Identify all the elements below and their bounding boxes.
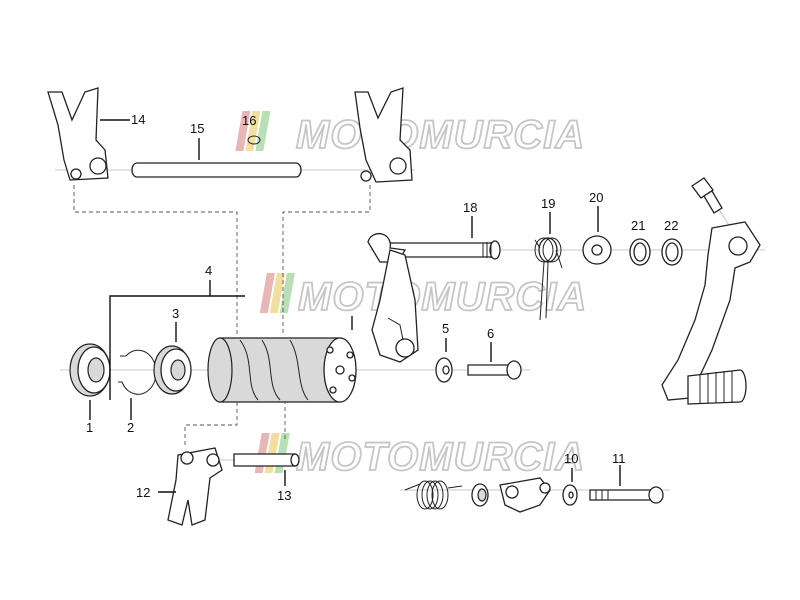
watermark-middle: MOTOMURCIA (259, 273, 587, 320)
part-label-4: 4 (205, 263, 212, 278)
return-spring (534, 237, 563, 321)
washer-10 (562, 484, 578, 506)
bushing (471, 483, 489, 507)
bearing-3 (153, 345, 192, 395)
alignment-dashes (73, 185, 371, 445)
shift-drum (207, 337, 357, 403)
watermark-text: MOTOMURCIA (296, 435, 585, 479)
washer-22 (661, 238, 683, 266)
selector-fork-right (354, 87, 413, 183)
part-label-18: 18 (463, 200, 477, 215)
part-label-2: 2 (127, 420, 134, 435)
watermark-top: MOTOMURCIA (235, 111, 585, 158)
watermark-text: MOTOMURCIA (296, 113, 585, 157)
screw-6 (467, 360, 522, 380)
selector-fork-bottom (167, 447, 223, 526)
part-label-10: 10 (564, 451, 578, 466)
part-label-15: 15 (190, 121, 204, 136)
cam-plate (499, 477, 551, 513)
fork-shaft (131, 162, 302, 178)
part-label-12: 12 (136, 485, 150, 500)
gear-shift-pedal (661, 221, 761, 405)
washer-5 (435, 357, 453, 383)
pedal-bolt (691, 177, 723, 214)
gear-shift-shaft (367, 233, 501, 363)
bearing-1 (69, 343, 111, 397)
fork-shaft-bottom (233, 453, 300, 467)
part-label-5: 5 (442, 321, 449, 336)
part-label-22: 22 (664, 218, 678, 233)
part-label-19: 19 (541, 196, 555, 211)
selector-fork-left (47, 87, 109, 181)
watermark-text: MOTOMURCIA (298, 275, 587, 319)
part-label-13: 13 (277, 488, 291, 503)
part-label-20: 20 (589, 190, 603, 205)
part-label-11: 11 (612, 451, 626, 466)
bolt-11 (589, 486, 664, 504)
watermark-bottom: MOTOMURCIA (254, 433, 585, 480)
part-label-1: 1 (86, 420, 93, 435)
part-label-21: 21 (631, 218, 645, 233)
part-label-6: 6 (487, 326, 494, 341)
washer-21 (629, 238, 651, 266)
washer-20 (582, 235, 612, 265)
leader-lines (89, 119, 621, 493)
part-labels: 14 15 16 18 19 20 21 22 4 3 5 6 1 2 12 1… (86, 112, 678, 503)
part-label-3: 3 (172, 306, 179, 321)
circlip-2 (118, 349, 157, 395)
part-label-16: 16 (242, 113, 256, 128)
detent-spring (404, 480, 463, 510)
circlip (247, 135, 261, 145)
part-label-14: 14 (131, 112, 145, 127)
